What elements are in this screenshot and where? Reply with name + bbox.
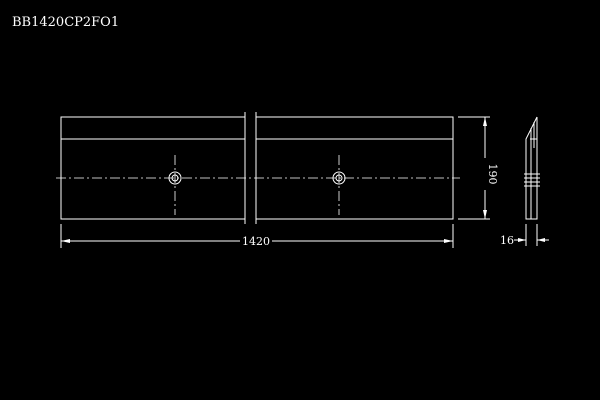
blade-outline-left xyxy=(60,116,245,220)
length-dimension: 1420 xyxy=(60,224,454,248)
thickness-dimension: 16 xyxy=(500,224,549,247)
height-dimension: 190 xyxy=(458,116,499,220)
part-number-title: BB1420CP2FO1 xyxy=(12,15,119,30)
thickness-dimension-label: 16 xyxy=(500,234,514,247)
height-dimension-label: 190 xyxy=(486,164,499,185)
side-view xyxy=(524,116,540,220)
mounting-hole-left xyxy=(168,155,182,215)
side-profile xyxy=(525,116,538,220)
blade-outline-right xyxy=(256,116,454,220)
mounting-hole-right xyxy=(332,155,346,215)
length-dimension-label: 1420 xyxy=(242,235,270,248)
front-view xyxy=(56,112,460,224)
